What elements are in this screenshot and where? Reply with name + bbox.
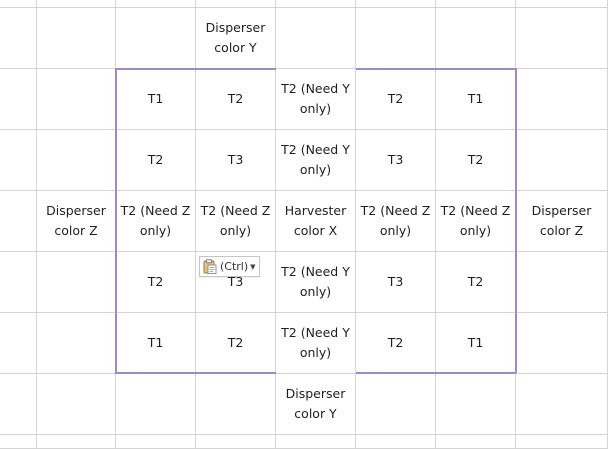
cell-r2-c7[interactable]: T1 (436, 69, 516, 130)
cell-r1-c1[interactable] (0, 8, 37, 69)
cell-r1-c5[interactable] (276, 8, 356, 69)
cell-r5-c1[interactable] (0, 252, 37, 313)
cell-r7-c3[interactable] (116, 374, 196, 435)
cell-top-strip[interactable] (116, 0, 196, 8)
cell-r1-c8[interactable] (516, 8, 608, 69)
clipboard-paste-icon (203, 259, 217, 274)
cell-r5-c3[interactable]: T2 (116, 252, 196, 313)
cell-r5-c7[interactable]: T2 (436, 252, 516, 313)
cell-r4-c7[interactable]: T2 (Need Z only) (436, 191, 516, 252)
cell-r8-c6[interactable] (356, 435, 436, 449)
cell-r7-c2[interactable] (37, 374, 116, 435)
cell-r4-c3[interactable]: T2 (Need Z only) (116, 191, 196, 252)
cell-r6-c1[interactable] (0, 313, 37, 374)
cell-top-strip[interactable] (356, 0, 436, 8)
cell-r4-c6[interactable]: T2 (Need Z only) (356, 191, 436, 252)
cell-r7-c8[interactable] (516, 374, 608, 435)
cell-top-strip[interactable] (0, 0, 37, 8)
cell-top-strip[interactable] (436, 0, 516, 8)
cell-r2-c6[interactable]: T2 (356, 69, 436, 130)
cell-r4-c1[interactable] (0, 191, 37, 252)
cell-r8-c7[interactable] (436, 435, 516, 449)
cell-r1-c4[interactable]: Disperser color Y (196, 8, 276, 69)
cell-r3-c5[interactable]: T2 (Need Y only) (276, 130, 356, 191)
cell-r8-c4[interactable] (196, 435, 276, 449)
cell-r1-c2[interactable] (37, 8, 116, 69)
cell-r2-c3[interactable]: T1 (116, 69, 196, 130)
cell-r4-c8[interactable]: Disperser color Z (516, 191, 608, 252)
cell-r5-c6[interactable]: T3 (356, 252, 436, 313)
cell-r2-c1[interactable] (0, 69, 37, 130)
cell-r3-c7[interactable]: T2 (436, 130, 516, 191)
cell-r7-c1[interactable] (0, 374, 37, 435)
cell-r6-c2[interactable] (37, 313, 116, 374)
cell-r8-c1[interactable] (0, 435, 37, 449)
cell-r1-c6[interactable] (356, 8, 436, 69)
cell-r4-c4[interactable]: T2 (Need Z only) (196, 191, 276, 252)
cell-r5-c5[interactable]: T2 (Need Y only) (276, 252, 356, 313)
cell-r5-c2[interactable] (37, 252, 116, 313)
cell-r2-c2[interactable] (37, 69, 116, 130)
cell-r4-c2[interactable]: Disperser color Z (37, 191, 116, 252)
cell-r8-c3[interactable] (116, 435, 196, 449)
cell-r7-c7[interactable] (436, 374, 516, 435)
cell-r2-c4[interactable]: T2 (196, 69, 276, 130)
cell-r2-c8[interactable] (516, 69, 608, 130)
dropdown-arrow-icon: ▼ (250, 262, 256, 271)
cell-r7-c5[interactable]: Disperser color Y (276, 374, 356, 435)
cell-top-strip[interactable] (196, 0, 276, 8)
cell-r4-c5[interactable]: Harvester color X (276, 191, 356, 252)
cell-top-strip[interactable] (37, 0, 116, 8)
cell-r7-c4[interactable] (196, 374, 276, 435)
cell-r1-c7[interactable] (436, 8, 516, 69)
cell-r2-c5[interactable]: T2 (Need Y only) (276, 69, 356, 130)
cell-r8-c2[interactable] (37, 435, 116, 449)
cell-r3-c4[interactable]: T3 (196, 130, 276, 191)
cell-r3-c8[interactable] (516, 130, 608, 191)
cell-r3-c6[interactable]: T3 (356, 130, 436, 191)
cell-top-strip[interactable] (516, 0, 608, 8)
cell-r6-c4[interactable]: T2 (196, 313, 276, 374)
cell-r6-c6[interactable]: T2 (356, 313, 436, 374)
paste-options-label: (Ctrl) (220, 260, 249, 273)
cell-r3-c3[interactable]: T2 (116, 130, 196, 191)
cell-r6-c5[interactable]: T2 (Need Y only) (276, 313, 356, 374)
cell-r6-c8[interactable] (516, 313, 608, 374)
cell-r1-c3[interactable] (116, 8, 196, 69)
cell-r5-c8[interactable] (516, 252, 608, 313)
cell-r6-c3[interactable]: T1 (116, 313, 196, 374)
cell-r7-c6[interactable] (356, 374, 436, 435)
paste-options-button[interactable]: (Ctrl) ▼ (199, 256, 260, 277)
cell-r8-c8[interactable] (516, 435, 608, 449)
cell-top-strip[interactable] (276, 0, 356, 8)
cell-r6-c7[interactable]: T1 (436, 313, 516, 374)
cell-r3-c2[interactable] (37, 130, 116, 191)
cell-r8-c5[interactable] (276, 435, 356, 449)
cell-r3-c1[interactable] (0, 130, 37, 191)
